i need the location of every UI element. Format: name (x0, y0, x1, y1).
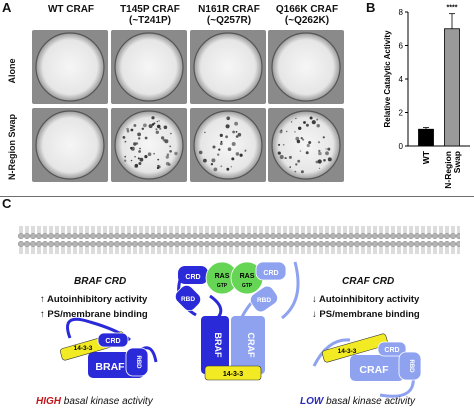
rbd-right (398, 351, 422, 381)
label-gtp-right: GTP (242, 283, 253, 289)
plate-well (190, 30, 266, 104)
column-title-1: WT CRAF (32, 4, 110, 26)
column-title-line: (~T241P) (129, 15, 171, 26)
panel-separator (0, 196, 474, 197)
high-word: HIGH (36, 396, 61, 407)
category-label-swap: N-RegionSwap (443, 151, 462, 189)
craf-item-2: ↓ PS/membrane binding (312, 309, 420, 320)
craf-item-1: ↓ Autoinhibitory activity (312, 294, 419, 305)
y-tick-label: 2 (399, 109, 404, 118)
craf-item-1-text: Autoinhibitory activity (319, 294, 420, 305)
label-gtp-left: GTP (217, 283, 228, 289)
column-title-line: WT CRAF (47, 4, 95, 15)
column-title-2: T145P CRAF(~T241P) (111, 4, 189, 26)
low-rest: basal kinase activity (323, 396, 416, 407)
crd-center-blue (178, 266, 208, 284)
up-arrow-icon: ↑ (40, 309, 45, 320)
label-braf-left: BRAF (95, 361, 125, 373)
p1433-center (204, 365, 262, 381)
label-rbd-left: RBD (135, 356, 141, 370)
label-crd-right: CRD (384, 347, 399, 354)
y-tick-label: 4 (399, 75, 404, 84)
label-craf-center: CRAF (246, 333, 256, 358)
label-crd-left: CRD (105, 338, 120, 345)
high-rest: basal kinase activity (61, 396, 153, 407)
rbd-center-light (249, 285, 279, 313)
membrane-bilayer (18, 224, 460, 254)
braf-molecule-left (60, 317, 158, 378)
label-p1433-right: 14-3-3 (338, 348, 357, 355)
label-p1433-left: 14-3-3 (74, 345, 93, 352)
panel-a-label: A (2, 0, 12, 15)
label-craf-right: CRAF (359, 364, 389, 376)
label-crd-center-light: CRD (263, 270, 278, 277)
plate-well (32, 30, 108, 104)
y-tick-label: 0 (399, 142, 404, 151)
y-tick-label: 8 (399, 8, 404, 17)
plate-well (190, 108, 266, 182)
label-p1433-center: 14-3-3 (223, 371, 243, 378)
plate-well (32, 108, 108, 182)
high-activity-caption: HIGH basal kinase activity (36, 396, 153, 407)
label-rbd-center-light: RBD (257, 297, 271, 304)
column-title-line: (~Q262K) (284, 15, 330, 26)
plate-well (268, 108, 344, 182)
panel-b-label: B (366, 0, 376, 15)
craf-item-2-text: PS/membrane binding (319, 309, 420, 320)
column-title-line: Q166K CRAF (275, 4, 339, 15)
braf-crd-heading: BRAF CRD (74, 276, 127, 287)
up-arrow-icon: ↑ (40, 294, 45, 305)
rbd-left (125, 347, 149, 377)
label-braf-center: BRAF (213, 333, 223, 358)
craf-kinase-center (231, 316, 265, 374)
plate-well (268, 30, 344, 104)
rbd-center-blue (174, 284, 202, 312)
low-activity-caption: LOW basal kinase activity (300, 396, 415, 407)
low-word: LOW (300, 396, 324, 407)
craf-crd-heading: CRAF CRD (342, 276, 395, 287)
label-rbd-center: RBD (181, 296, 195, 303)
plate-well (111, 108, 187, 182)
y-axis-label: Relative Catalytic Activity (383, 30, 392, 128)
label-rbd-right: RBD (408, 360, 414, 374)
label-ras-right: RAS (240, 273, 255, 280)
plate-well (111, 30, 187, 104)
raf-dimer (174, 261, 300, 381)
column-title-line: N161R CRAF (198, 4, 260, 15)
braf-item-1: ↑ Autoinhibitory activity (40, 294, 147, 305)
label-crd-center: CRD (185, 274, 200, 281)
label-ras-left: RAS (215, 273, 230, 280)
column-title-3: N161R CRAF(~Q257R) (190, 4, 268, 26)
down-arrow-icon: ↓ (312, 294, 317, 305)
category-label-wt: WT (421, 150, 431, 164)
column-title-line: (~Q257R) (206, 15, 252, 26)
crd-center-light (255, 261, 287, 281)
significance-label: **** (447, 5, 458, 12)
braf-kinase-center (201, 316, 229, 374)
craf-kinase-right (350, 355, 404, 381)
braf-item-1-text: Autoinhibitory activity (47, 294, 148, 305)
column-title-4: Q166K CRAF(~Q262K) (268, 4, 346, 26)
braf-item-2-text: PS/membrane binding (47, 309, 148, 320)
column-title-line: T145P CRAF (120, 4, 180, 15)
crd-left (97, 332, 129, 348)
crd-right (377, 341, 407, 357)
down-arrow-icon: ↓ (312, 309, 317, 320)
braf-item-2: ↑ PS/membrane binding (40, 309, 148, 320)
p1433-right (322, 333, 388, 363)
craf-molecule-right (312, 333, 422, 398)
panel-c-label: C (2, 196, 12, 211)
y-tick-label: 6 (399, 42, 404, 51)
